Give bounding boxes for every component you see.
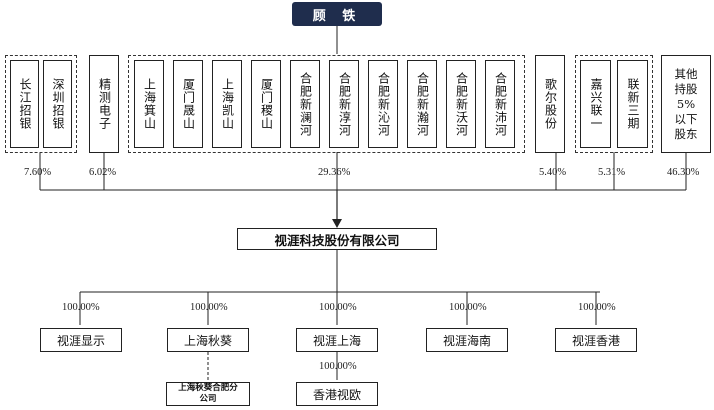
shareholding-pct: 7.60% xyxy=(24,167,52,178)
shareholding-pct: 46.30% xyxy=(667,167,700,178)
subsidiary-box: 视涯显示 xyxy=(40,328,122,352)
grandchild-label: 香港视欧 xyxy=(312,387,361,402)
shareholder-label: 联新三期 xyxy=(626,78,640,130)
shareholding-pct: 6.02% xyxy=(89,167,117,178)
shareholder-group-3 xyxy=(128,55,525,153)
company-box: 视涯科技股份有限公司 xyxy=(237,228,437,250)
shareholder-label: 厦门稷山 xyxy=(259,78,274,130)
shareholder-box: 联新三期 xyxy=(617,60,648,148)
shareholder-box: 厦门稷山 xyxy=(251,60,281,148)
subsidiary-box: 视涯香港 xyxy=(555,328,637,352)
grandchild-box: 香港视欧 xyxy=(296,382,378,406)
top-holder-label: 顾 铁 xyxy=(312,8,362,24)
shareholder-box: 精测电子 xyxy=(89,55,119,153)
subsidiary-pct: 100.00% xyxy=(319,302,357,313)
subsidiary-box: 上海秋葵 xyxy=(167,328,249,352)
subsidiary-box: 视涯海南 xyxy=(426,328,508,352)
subsidiary-pct: 100.00% xyxy=(449,302,487,313)
subsidiary-label: 视涯海南 xyxy=(442,333,491,348)
shareholder-box: 歌尔股份 xyxy=(535,55,565,153)
shareholder-box-others: 其他持股5%以下股东 xyxy=(661,55,711,153)
shareholder-box: 上海凯山 xyxy=(212,60,242,148)
shareholder-label: 长江招银 xyxy=(18,78,32,130)
shareholder-label: 合肥新沛河 xyxy=(493,71,508,137)
shareholder-label: 厦门晟山 xyxy=(181,78,196,130)
shareholder-group-1 xyxy=(5,55,77,153)
shareholder-box: 合肥新澜河 xyxy=(290,60,320,148)
shareholder-box: 合肥新沃河 xyxy=(446,60,476,148)
shareholding-pct: 5.31% xyxy=(598,167,626,178)
subsidiary-label: 视涯上海 xyxy=(312,333,361,348)
shareholder-label: 合肥新淳河 xyxy=(337,71,352,137)
shareholder-label: 合肥新瀚河 xyxy=(415,71,430,137)
subsidiary-label: 视涯显示 xyxy=(56,333,105,348)
subsidiary-box: 视涯上海 xyxy=(296,328,378,352)
shareholder-label: 上海箕山 xyxy=(142,78,157,130)
subsidiary-pct: 100.00% xyxy=(578,302,616,313)
shareholder-label: 上海凯山 xyxy=(220,78,235,130)
subsidiary-pct: 100.00% xyxy=(62,302,100,313)
branch-label: 上海秋葵合肥分公司 xyxy=(178,383,238,404)
shareholder-label: 合肥新沁河 xyxy=(376,71,391,137)
shareholder-box: 长江招银 xyxy=(10,60,39,148)
top-holder-box: 顾 铁 xyxy=(292,2,382,26)
arrow-company xyxy=(332,219,342,228)
company-label: 视涯科技股份有限公司 xyxy=(274,232,400,248)
shareholder-label: 合肥新澜河 xyxy=(298,71,313,137)
shareholder-box: 合肥新沁河 xyxy=(368,60,398,148)
shareholding-pct: 5.40% xyxy=(539,167,567,178)
shareholder-label: 其他持股5%以下股东 xyxy=(674,66,698,141)
shareholder-box: 深圳招银 xyxy=(43,60,72,148)
shareholder-label: 歌尔股份 xyxy=(543,78,558,130)
shareholder-label: 精测电子 xyxy=(97,78,112,130)
subsidiary-label: 视涯香港 xyxy=(571,333,620,348)
grandchild-pct: 100.00% xyxy=(319,361,357,372)
shareholder-box: 厦门晟山 xyxy=(173,60,203,148)
subsidiary-label: 上海秋葵 xyxy=(183,333,232,348)
shareholder-box: 合肥新淳河 xyxy=(329,60,359,148)
branch-box: 上海秋葵合肥分公司 xyxy=(166,382,250,406)
shareholder-group-5 xyxy=(575,55,653,153)
subsidiary-pct: 100.00% xyxy=(190,302,228,313)
shareholding-pct: 29.36% xyxy=(318,167,351,178)
shareholder-label: 合肥新沃河 xyxy=(454,71,469,137)
shareholder-box: 合肥新瀚河 xyxy=(407,60,437,148)
shareholder-box: 合肥新沛河 xyxy=(485,60,515,148)
shareholder-box: 上海箕山 xyxy=(134,60,164,148)
shareholder-label: 深圳招银 xyxy=(51,78,65,130)
shareholder-label: 嘉兴联一 xyxy=(589,78,603,130)
shareholder-box: 嘉兴联一 xyxy=(580,60,611,148)
